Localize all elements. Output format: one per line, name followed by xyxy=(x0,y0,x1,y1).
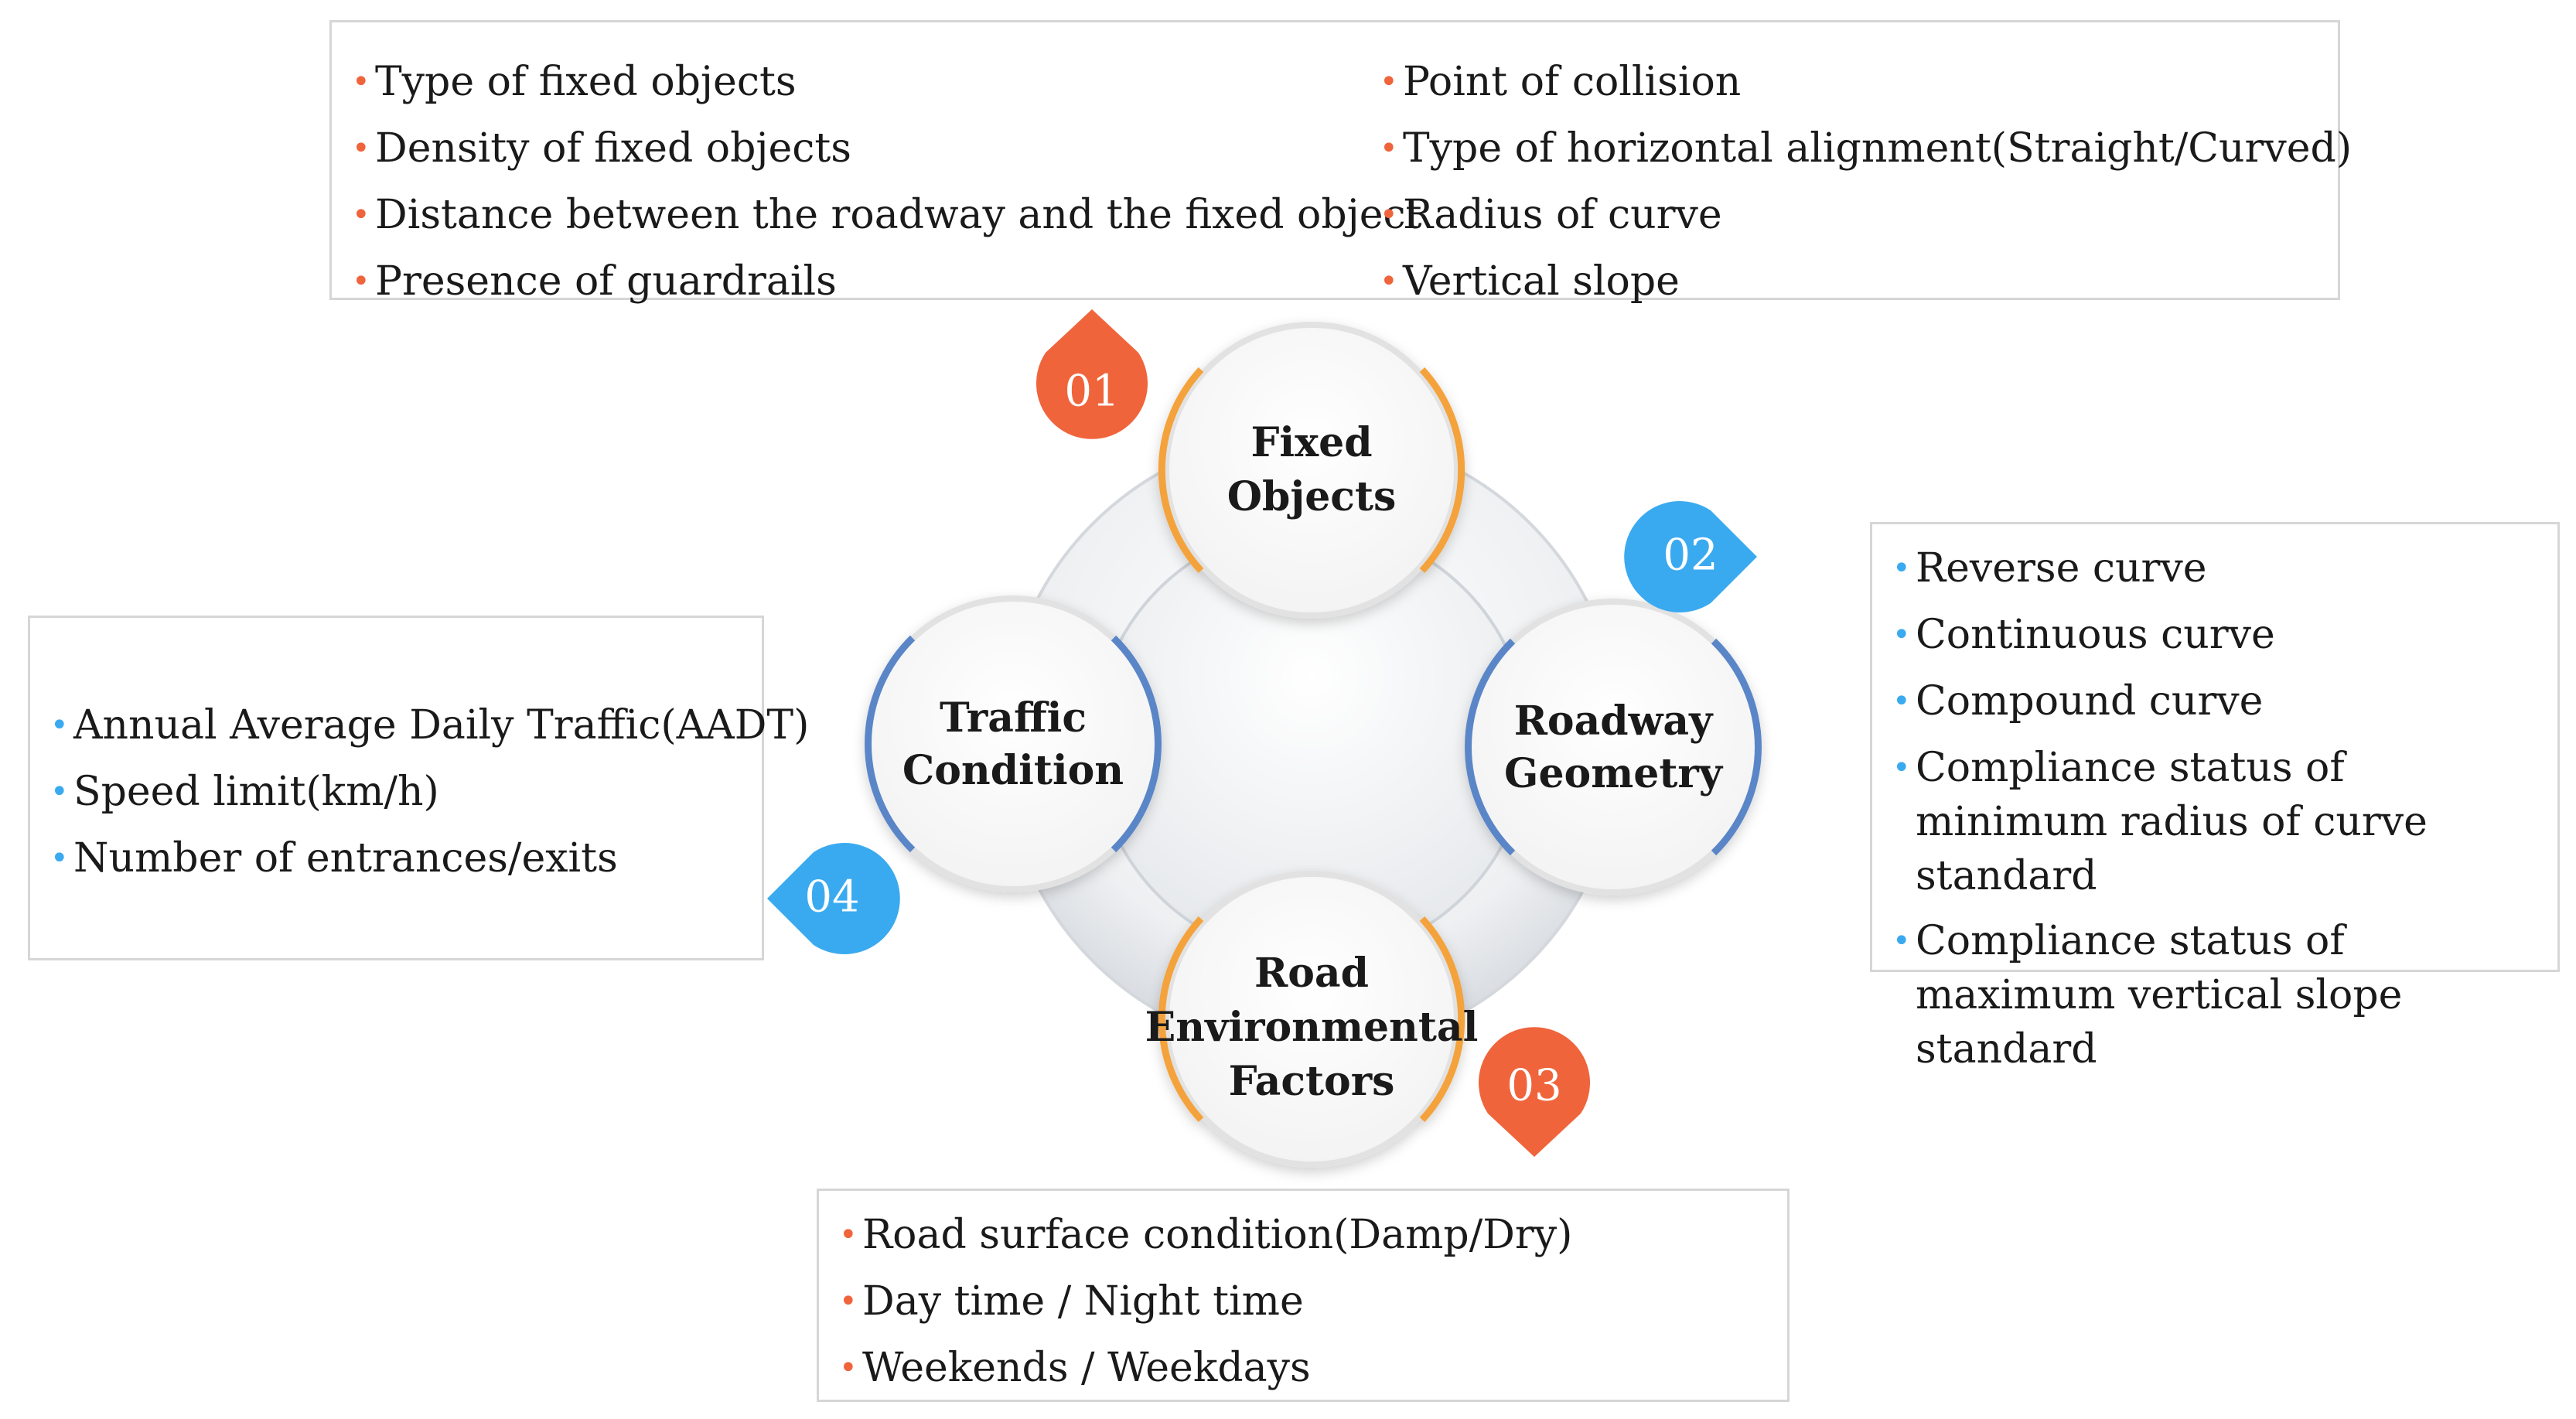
list-item: Distance between the roadway and the fix… xyxy=(352,182,1422,248)
list-item: Number of entrances/exits xyxy=(50,825,809,892)
list-item: Density of fixed objects xyxy=(352,115,1422,182)
road-environmental-label-line2: Environmental xyxy=(1145,1004,1479,1051)
list-item: Compound curve xyxy=(1892,668,2534,735)
list-item: Radius of curve xyxy=(1380,182,2352,248)
roadway-geometry-label-line2: Geometry xyxy=(1504,750,1724,797)
roadway-geometry-factors-box: Reverse curve Continuous curve Compound … xyxy=(1870,522,2560,1073)
fixed-objects-factors-box: Type of fixed objects Density of fixed o… xyxy=(329,20,2352,315)
traffic-condition-label-line1: Traffic xyxy=(940,694,1087,742)
list-item: Road surface condition(Damp/Dry) xyxy=(839,1202,1572,1268)
node-roadway-geometry xyxy=(1465,599,1762,895)
list-item: Day time / Night time xyxy=(839,1268,1572,1335)
marker-04-number: 04 xyxy=(804,872,859,923)
road-environmental-factors-box: Road surface condition(Damp/Dry) Day tim… xyxy=(817,1189,1790,1402)
list-item: Point of collision xyxy=(1380,49,2352,115)
list-item: Weekends / Weekdays xyxy=(839,1335,1572,1401)
node-road-environmental-factors xyxy=(1158,871,1465,1168)
fixed-objects-label-line1: Fixed xyxy=(1250,419,1372,466)
marker-01-number: 01 xyxy=(1064,367,1119,417)
traffic-condition-factors-list: Annual Average Daily Traffic(AADT) Speed… xyxy=(50,692,809,892)
list-item: Speed limit(km/h) xyxy=(50,759,809,825)
list-item: Vertical slope xyxy=(1380,248,2352,315)
list-item: Continuous curve xyxy=(1892,602,2534,668)
marker-04: 04 xyxy=(767,843,900,954)
roadway-geometry-factors-list: Reverse curve Continuous curve Compound … xyxy=(1892,535,2534,1087)
traffic-condition-label-line2: Condition xyxy=(902,747,1124,794)
marker-03-number: 03 xyxy=(1506,1061,1561,1111)
list-item: Compliance status of minimum radius of c… xyxy=(1892,741,2534,903)
fixed-objects-factors-left-list: Type of fixed objects Density of fixed o… xyxy=(352,49,1422,315)
traffic-condition-factors-box: Annual Average Daily Traffic(AADT) Speed… xyxy=(28,616,809,960)
roadway-geometry-label-line1: Roadway xyxy=(1514,698,1714,745)
fixed-objects-label-line2: Objects xyxy=(1227,473,1397,520)
fixed-objects-factors-right-list: Point of collision Type of horizontal al… xyxy=(1380,49,2352,315)
marker-01: 01 xyxy=(1036,309,1148,439)
marker-03: 03 xyxy=(1479,1027,1591,1157)
list-item: Type of horizontal alignment(Straight/Cu… xyxy=(1380,115,2352,182)
marker-02: 02 xyxy=(1624,501,1757,613)
list-item: Reverse curve xyxy=(1892,535,2534,602)
list-item: Presence of guardrails xyxy=(352,248,1422,315)
marker-02-number: 02 xyxy=(1663,530,1718,581)
list-item: Compliance status of maximum vertical sl… xyxy=(1892,914,2534,1076)
list-item: Type of fixed objects xyxy=(352,49,1422,115)
node-fixed-objects xyxy=(1158,322,1465,619)
road-environmental-label-line3: Factors xyxy=(1229,1058,1395,1105)
road-environmental-factors-list: Road surface condition(Damp/Dry) Day tim… xyxy=(839,1202,1572,1401)
node-traffic-condition xyxy=(865,595,1162,892)
road-environmental-label-line1: Road xyxy=(1254,950,1369,997)
list-item: Annual Average Daily Traffic(AADT) xyxy=(50,692,809,759)
